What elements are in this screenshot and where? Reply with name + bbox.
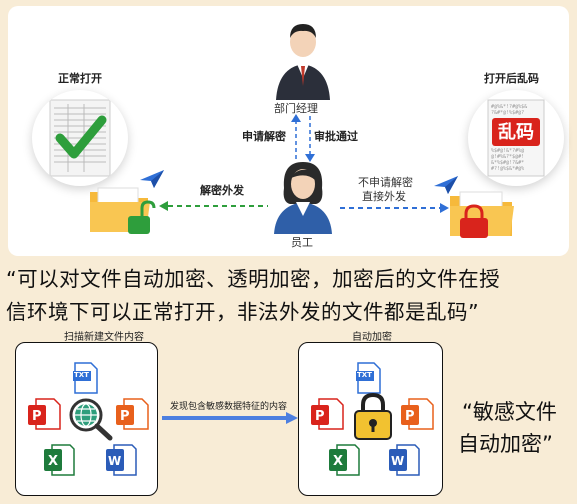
check-icon: [55, 115, 107, 159]
pdf-file-icon: P: [28, 398, 61, 430]
top-panel: 正常打开 打开后乱码 #@%&*!?#@%$& ?&#*@!%$#@? %$#@…: [8, 6, 569, 256]
svg-text:@!#%&?*$@#!: @!#%&?*$@#!: [491, 154, 524, 160]
txt-file-icon: [73, 362, 98, 394]
word-file-icon: W: [106, 444, 137, 476]
locked-folder-icon: [450, 191, 514, 238]
ppt-file-icon: P: [401, 398, 434, 430]
scan-box-title: 扫描新建文件内容: [64, 332, 144, 343]
garbled-document-circle: #@%&*!?#@%$& ?&#*@!%$#@? %$#@!&*?#%@ @!#…: [468, 90, 564, 186]
decrypt-send-label: 解密外发: [200, 184, 244, 197]
pdf-file-icon: P: [311, 398, 344, 430]
word-file-icon: W: [389, 444, 420, 476]
excel-file-icon: X: [44, 444, 75, 476]
quote-line-1: “可以对文件自动加密、透明加密，加密后的文件在授: [6, 267, 501, 291]
excel-file-icon: X: [329, 444, 360, 476]
svg-text:P: P: [120, 409, 130, 424]
flow-arrow: [162, 412, 298, 424]
normal-open-label: 正常打开: [58, 72, 102, 85]
padlock-icon: [354, 392, 392, 440]
manager-label: 部门经理: [274, 102, 318, 115]
magnifier-scan-icon: [69, 398, 113, 441]
svg-text:#?!@%$&*#@%: #?!@%$&*#@%: [491, 166, 524, 172]
txt-label: TXT: [74, 371, 89, 379]
no-request-line1: 不申请解密: [358, 176, 413, 189]
txt-label: TXT: [357, 371, 372, 379]
approval-arrows: [291, 114, 315, 162]
side-quote-line-2: 自动加密”: [458, 432, 553, 456]
request-decrypt-label: 申请解密: [242, 130, 286, 143]
closed-padlock-icon: [460, 218, 488, 238]
spreadsheet-document-icon: [49, 99, 111, 177]
ppt-file-icon: P: [116, 398, 149, 430]
svg-text:X: X: [333, 454, 343, 469]
svg-text:#@%&*!?#@%$&: #@%&*!?#@%$&: [491, 104, 527, 110]
flow-arrow-label: 发现包含敏感数据特征的内容: [170, 402, 288, 412]
txt-file-icon: [356, 362, 381, 394]
normal-document-circle: [32, 90, 128, 186]
no-request-line2: 直接外发: [362, 190, 406, 203]
svg-text:?&#*@!%$#@?: ?&#*@!%$#@?: [491, 110, 524, 116]
scan-box: TXT P P X W: [15, 342, 158, 496]
paper-plane-icon: [140, 170, 164, 188]
encrypt-box-title: 自动加密: [352, 332, 392, 343]
svg-text:W: W: [108, 454, 121, 468]
svg-text:P: P: [32, 409, 42, 424]
employee-label: 员工: [291, 236, 313, 249]
side-quote-line-1: “敏感文件: [462, 400, 557, 424]
svg-text:P: P: [315, 409, 325, 424]
unlocked-folder-icon: [90, 187, 156, 234]
manager-avatar-icon: [276, 24, 330, 100]
employee-avatar-icon: [274, 162, 332, 234]
encrypt-box: TXT P P X W: [298, 342, 443, 496]
paper-plane-icon: [434, 176, 458, 194]
garbled-open-label: 打开后乱码: [484, 72, 539, 85]
svg-text:&*%$#@!?&#*: &*%$#@!?&#*: [491, 160, 524, 166]
approve-label: 审批通过: [314, 130, 358, 143]
svg-text:P: P: [405, 409, 415, 424]
garbled-text-badge: 乱码: [498, 122, 534, 143]
quote-line-2: 信环境下可以正常打开，非法外发的文件都是乱码”: [6, 300, 480, 324]
decrypt-send-arrow: [159, 201, 268, 211]
open-padlock-icon: [128, 216, 150, 234]
svg-text:W: W: [391, 454, 404, 468]
garbled-document-icon: #@%&*!?#@%$& ?&#*@!%$#@? %$#@!&*?#%@ @!#…: [487, 99, 545, 177]
svg-text:%$#@!&*?#%@: %$#@!&*?#%@: [491, 148, 524, 154]
direct-send-arrow: [340, 203, 449, 213]
svg-text:X: X: [48, 454, 58, 469]
